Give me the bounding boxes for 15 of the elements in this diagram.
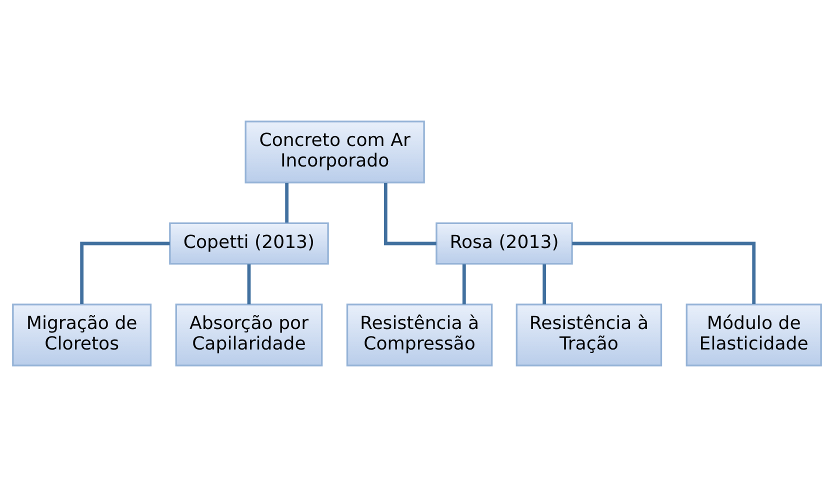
connector (285, 182, 289, 222)
connector (384, 182, 436, 245)
node-box: Concreto com Ar Incorporado (244, 120, 425, 183)
connector (462, 264, 466, 304)
node-box: Migração de Cloretos (12, 303, 152, 366)
node-box: Módulo de Elasticidade (686, 303, 822, 366)
connector (247, 264, 251, 304)
connector (572, 241, 756, 304)
node-box: Absorção por Capilaridade (175, 303, 323, 366)
node-box: Rosa (2013) (436, 222, 573, 264)
node-box: Resistência à Tração (516, 303, 662, 366)
node-box: Copetti (2013) (169, 222, 329, 264)
connector (80, 241, 170, 304)
node-box: Resistência à Compressão (346, 303, 493, 366)
connector (542, 264, 546, 304)
